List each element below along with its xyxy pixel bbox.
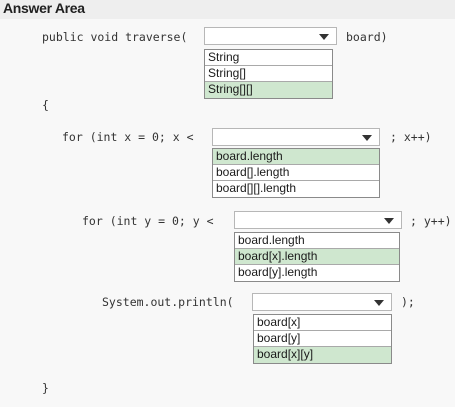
y-bound-dropdown[interactable] xyxy=(234,211,402,229)
code-line-method-param: board) xyxy=(346,30,388,44)
y-bound-options: board.length board[x].length board[y].le… xyxy=(234,232,400,282)
print-arg-dropdown[interactable] xyxy=(252,293,392,311)
code-line-for-y: for (int y = 0; y < xyxy=(82,214,214,228)
x-bound-option-board-array-length[interactable]: board[].length xyxy=(213,165,379,181)
chevron-down-icon xyxy=(384,218,394,224)
code-line-println: System.out.println( xyxy=(102,295,234,309)
y-bound-option-board-y-length[interactable]: board[y].length xyxy=(235,265,399,281)
print-arg-options: board[x] board[y] board[x][y] xyxy=(253,314,392,364)
type-options: String String[] String[][] xyxy=(204,49,333,99)
type-option-string[interactable]: String xyxy=(205,50,332,66)
type-option-string-2d-array[interactable]: String[][] xyxy=(205,82,332,98)
code-line-for-y-suffix: ; y++) xyxy=(410,214,452,228)
y-bound-option-board-length[interactable]: board.length xyxy=(235,233,399,249)
code-line-method-signature: public void traverse( xyxy=(42,30,188,44)
x-bound-dropdown[interactable] xyxy=(212,128,380,146)
x-bound-option-board-length[interactable]: board.length xyxy=(213,149,379,165)
code-open-brace: { xyxy=(42,98,49,112)
answer-area-title: Answer Area xyxy=(3,0,85,16)
x-bound-option-board-2d-length[interactable]: board[][].length xyxy=(213,181,379,197)
print-arg-option-board-x-y[interactable]: board[x][y] xyxy=(254,347,391,363)
x-bound-options: board.length board[].length board[][].le… xyxy=(212,148,380,198)
answer-area-header: Answer Area xyxy=(0,0,455,19)
chevron-down-icon xyxy=(374,300,384,306)
print-arg-option-board-x[interactable]: board[x] xyxy=(254,315,391,331)
type-dropdown[interactable] xyxy=(204,27,337,45)
code-line-println-suffix: ); xyxy=(401,295,415,309)
chevron-down-icon xyxy=(362,135,372,141)
type-option-string-array[interactable]: String[] xyxy=(205,66,332,82)
code-line-for-x-suffix: ; x++) xyxy=(390,130,432,144)
print-arg-option-board-y[interactable]: board[y] xyxy=(254,331,391,347)
chevron-down-icon xyxy=(319,34,329,40)
y-bound-option-board-x-length[interactable]: board[x].length xyxy=(235,249,399,265)
code-line-for-x: for (int x = 0; x < xyxy=(62,130,194,144)
code-close-brace: } xyxy=(42,381,49,395)
